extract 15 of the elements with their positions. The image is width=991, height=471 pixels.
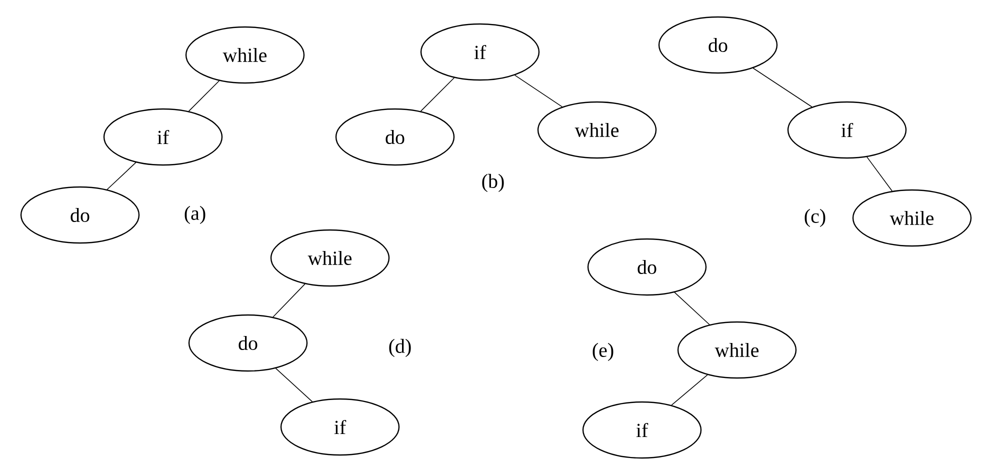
panel-label: (d) <box>389 338 411 358</box>
tree-edge <box>420 77 455 112</box>
tree-edge <box>275 368 313 402</box>
tree-edge <box>106 162 136 190</box>
tree-edge <box>272 284 306 318</box>
tree-edge <box>188 80 220 112</box>
tree-edge <box>514 74 563 108</box>
tree-edge <box>866 156 892 192</box>
panel-label: (b) <box>482 174 504 192</box>
tree-edge <box>752 68 812 108</box>
tree-edge <box>671 374 708 406</box>
tree-edge <box>674 292 710 326</box>
panel-label: (a) <box>184 206 206 224</box>
panel-label: (c) <box>804 208 826 228</box>
panel-label: (e) <box>592 342 614 362</box>
